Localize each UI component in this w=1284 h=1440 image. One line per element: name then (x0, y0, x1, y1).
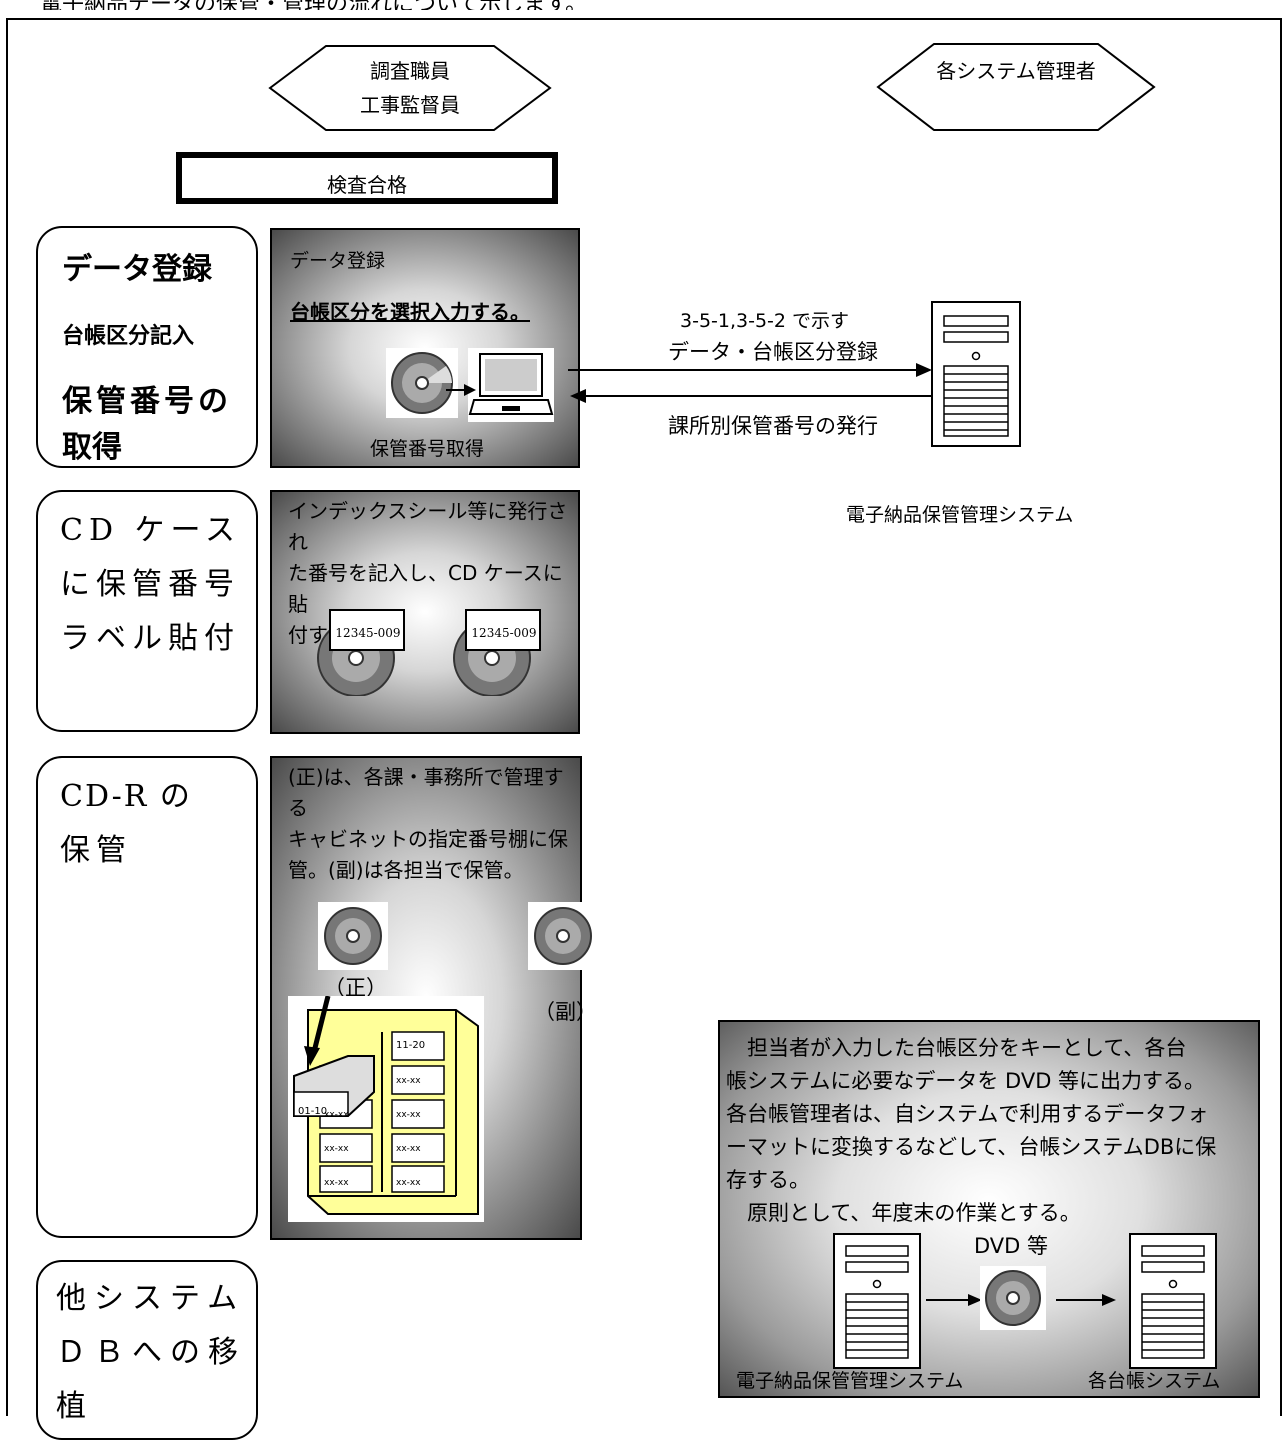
source-system-label: 電子納品保管管理システム (736, 1370, 964, 1392)
shelf-label: xx-xx (324, 1110, 349, 1120)
panel2-text-1: インデックスシール等に発行され (288, 499, 568, 554)
secondary-copy-label: （副） (534, 1000, 597, 1024)
panel4-text-1: 担当者が入力した台帳区分をキーとして、各台 (726, 1036, 1187, 1060)
step3-line1: CD-R の (60, 779, 192, 814)
send-label-2: データ・台帳区分登録 (668, 340, 878, 364)
dvd-label: DVD 等 (974, 1234, 1049, 1258)
server-icon (931, 301, 1021, 447)
step1-ledger: 台帳区分記入 (62, 324, 195, 349)
step2-line1: CD ケース (60, 513, 242, 548)
panel3-text-3: 管。(副)は各担当で保管。 (288, 858, 524, 882)
shelf-label: xx-xx (396, 1178, 421, 1188)
role-system-admin: 各システム管理者 (936, 59, 1096, 83)
cabinet-icon (288, 996, 484, 1222)
step4-line2: ＤＢへの移 (56, 1335, 246, 1370)
panel1-title: データ登録 (290, 250, 386, 272)
step1-obtain: 取得 (62, 430, 122, 465)
step1-title: データ登録 (62, 252, 212, 287)
panel4-text-4: ーマットに変換するなどして、台帳システムDBに保 (726, 1135, 1217, 1159)
role-hexagon-left (268, 45, 552, 131)
cd-with-label-icon-2 (453, 609, 541, 696)
panel1-instruction: 台帳区分を選択入力する。 (290, 300, 530, 324)
shelf-label: xx-xx (324, 1144, 349, 1154)
send-label-1: 3-5-1,3-5-2 で示す (680, 310, 850, 332)
panel2-text-2: た番号を記入し、CD ケースに貼 (288, 561, 563, 616)
panel-cdr-storage: (正)は、各課・事務所で管理する キャビネットの指定番号棚に保 管。(副)は各担… (270, 756, 598, 1240)
panel1-caption: 保管番号取得 (369, 438, 484, 460)
panel4-text-2: 帳システムに必要なデータを DVD 等に出力する。 (726, 1069, 1206, 1093)
step-migrate-to-other-db: 他システム ＤＢへの移 植 (36, 1260, 258, 1440)
arrow-to-dvd (926, 1294, 982, 1306)
panel4-text-5: 存する。 (726, 1168, 810, 1192)
shelf-label: xx-xx (396, 1076, 421, 1086)
step4-line1: 他システム (56, 1281, 246, 1316)
role-hexagon-right (876, 43, 1156, 131)
inspection-passed-box: 検査合格 (176, 152, 558, 204)
step4-line3: 植 (56, 1389, 92, 1424)
cd-label-number-2: 12345-009 (471, 626, 537, 640)
role-supervisor: 工事監督員 (360, 93, 460, 117)
diagram-frame (6, 18, 1282, 1416)
arrow-to-ledger (1056, 1294, 1116, 1306)
step-data-registration: データ登録 台帳区分記入 保管番号の 取得 (36, 226, 258, 468)
step1-storage: 保管番号の (62, 384, 232, 419)
laptop-icon (468, 348, 554, 422)
panel-cd-case-label: インデックスシール等に発行され た番号を記入し、CD ケースに貼 付する。 12… (270, 490, 580, 734)
cd-label-number-1: 12345-009 (335, 626, 401, 640)
data-flow-arrows (568, 363, 934, 403)
panel3-text-2: キャビネットの指定番号棚に保 (288, 827, 568, 851)
step2-line2: に保管番号 (60, 567, 240, 602)
cd-disc-icon (386, 348, 458, 418)
step-cd-case-label: CD ケース に保管番号 ラベル貼付 (36, 490, 258, 732)
dvd-disc-icon (980, 1266, 1046, 1330)
cd-primary-icon (318, 902, 388, 970)
shelf-label: xx-xx (396, 1144, 421, 1154)
server-label: 電子納品保管管理システム (846, 504, 1074, 526)
shelf-label-top: 11-20 (396, 1040, 426, 1051)
server-ledger-icon (1129, 1233, 1217, 1369)
panel4-text-3: 各台帳管理者は、自システムで利用するデータフォ (726, 1102, 1209, 1126)
panel-db-migration: 担当者が入力した台帳区分をキーとして、各台 帳システムに必要なデータを DVD … (718, 1020, 1260, 1398)
drawer-label: 01-10 (298, 1106, 328, 1117)
panel3-text-1: (正)は、各課・事務所で管理する (288, 765, 564, 820)
panel4-text-6: 原則として、年度末の作業とする。 (726, 1201, 1081, 1225)
role-inspector: 調査職員 (370, 59, 450, 83)
step3-line2: 保管 (60, 833, 132, 868)
panel-data-registration: データ登録 台帳区分を選択入力する。 保管番号取得 (270, 228, 580, 468)
step2-line3: ラベル貼付 (60, 621, 240, 656)
cd-secondary-icon (528, 902, 598, 970)
transfer-arrow-icon (446, 384, 476, 396)
step-cdr-storage: CD-R の 保管 (36, 756, 258, 1238)
cd-with-label-icon-1 (317, 609, 405, 696)
intro-sentence: 電子納品データの保管・管理の流れについて示します。 (0, 0, 1284, 10)
server-source-icon (833, 1233, 921, 1369)
shelf-label: xx-xx (396, 1110, 421, 1120)
shelf-label: xx-xx (324, 1178, 349, 1188)
return-label: 課所別保管番号の発行 (668, 414, 878, 438)
ledger-system-label: 各台帳システム (1088, 1370, 1221, 1392)
